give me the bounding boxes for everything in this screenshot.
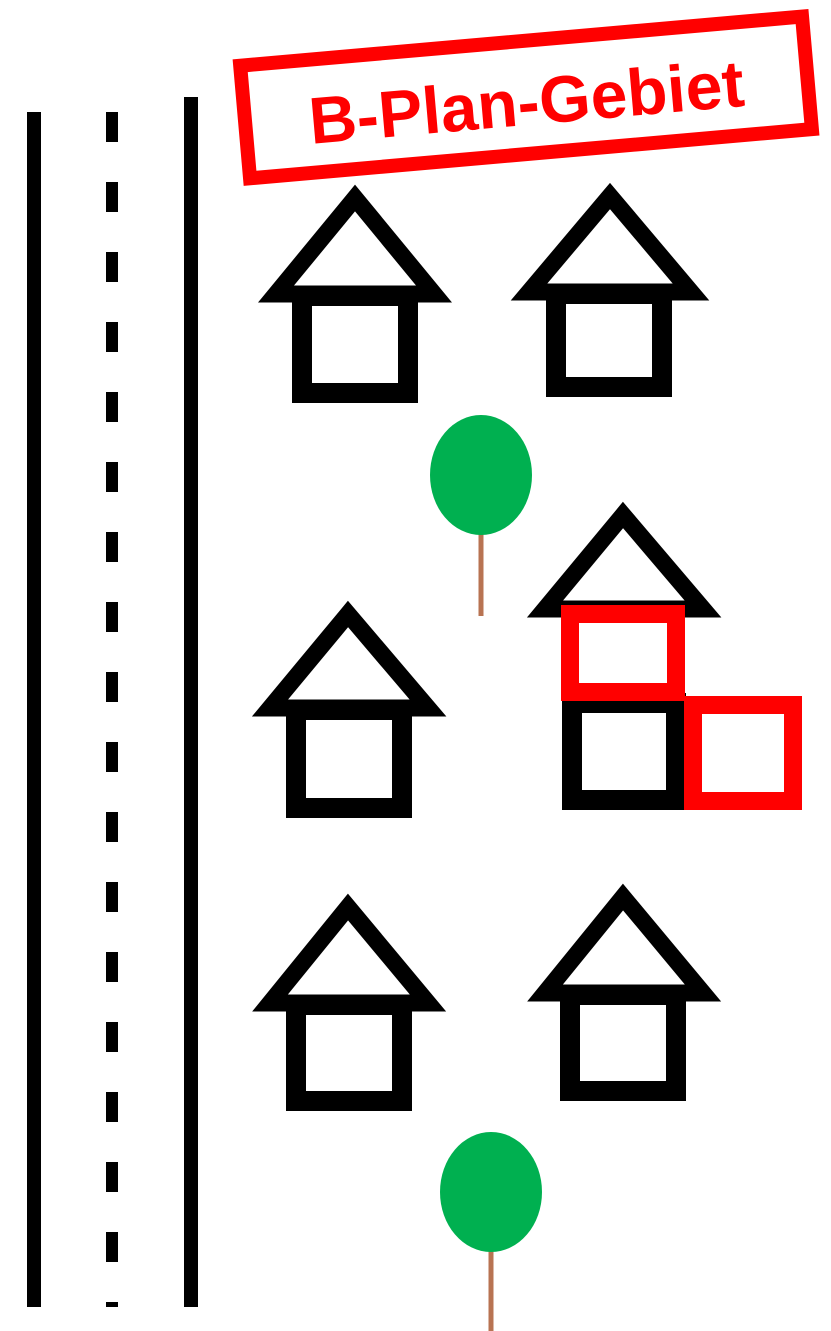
tree-crown bbox=[430, 415, 532, 535]
house-body bbox=[572, 703, 676, 800]
house-2 bbox=[529, 196, 691, 387]
extension-side-annex bbox=[693, 705, 793, 801]
extension-upper-storey bbox=[570, 614, 676, 692]
house-6 bbox=[545, 897, 703, 1091]
plan-area-label: B-Plan-Gebiet bbox=[240, 17, 812, 179]
house-roof bbox=[529, 196, 691, 292]
house-1 bbox=[276, 198, 434, 393]
house-4 bbox=[545, 515, 793, 801]
house-body bbox=[296, 710, 402, 808]
house-5 bbox=[270, 907, 428, 1101]
house-roof bbox=[270, 907, 428, 1003]
tree-1 bbox=[430, 415, 532, 616]
house-body bbox=[570, 995, 676, 1091]
house-roof bbox=[276, 198, 434, 294]
house-3 bbox=[270, 614, 428, 808]
house-body bbox=[556, 294, 662, 387]
house-roof bbox=[545, 515, 703, 609]
house-body bbox=[302, 296, 408, 393]
road bbox=[34, 97, 191, 1307]
house-roof bbox=[545, 897, 703, 993]
tree-2 bbox=[440, 1132, 542, 1331]
house-roof bbox=[270, 614, 428, 708]
tree-crown bbox=[440, 1132, 542, 1252]
house-body bbox=[296, 1005, 402, 1101]
